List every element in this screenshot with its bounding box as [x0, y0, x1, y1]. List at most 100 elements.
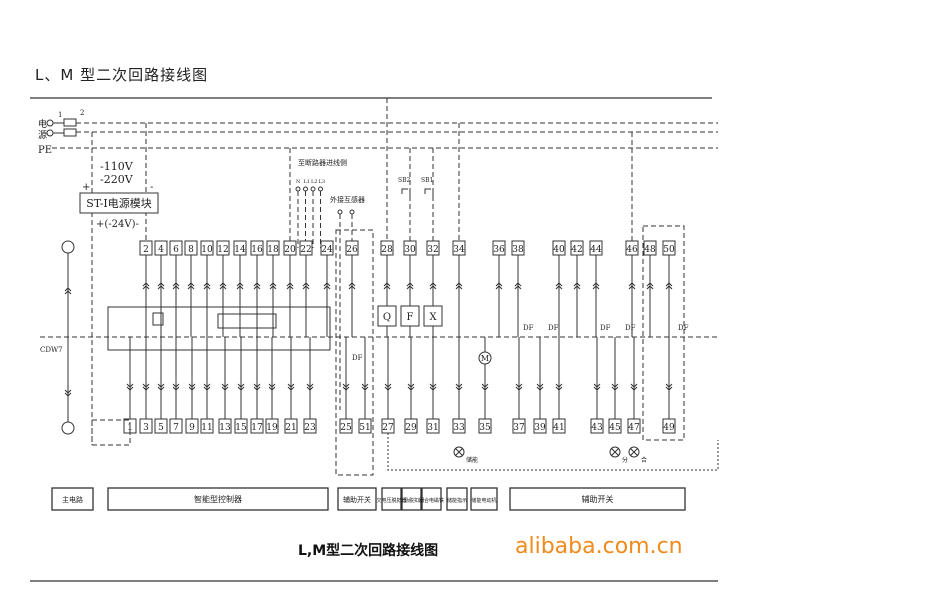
arrow-up-icon: [429, 282, 437, 290]
top-terminal-number: 2: [143, 245, 149, 255]
top-terminal: [139, 240, 153, 256]
cdw-label: CDW7: [40, 346, 63, 354]
bottom-terminal: [358, 418, 372, 434]
lamp-label: 分: [622, 456, 628, 464]
arrow-down-icon: [384, 383, 392, 391]
relay-group: [217, 313, 277, 329]
arrow-down-icon: [237, 383, 245, 391]
top-terminal: [643, 240, 657, 256]
arrow-down-icon: [611, 383, 619, 391]
terminal-circle: [337, 209, 343, 215]
top-terminal-number: 8: [188, 245, 194, 255]
legend-label: 欠电压脱扣器: [376, 497, 406, 504]
aux-switch-dashed-box: [642, 225, 685, 441]
arrow-up-icon: [628, 282, 636, 290]
top-terminal: [345, 240, 359, 256]
top-terminal: [266, 240, 280, 256]
bottom-terminal: [404, 418, 418, 434]
top-terminal-number: 32: [427, 245, 438, 255]
bottom-terminal: [185, 418, 199, 434]
top-terminal-number: 4: [158, 245, 164, 255]
arrow-up-icon: [253, 282, 261, 290]
bottom-terminal: [512, 418, 526, 434]
top-terminal-number: 38: [512, 245, 524, 255]
pin-label: N: [296, 179, 301, 185]
return-wire: [387, 433, 719, 471]
arrow-down-icon: [64, 389, 72, 397]
relay-coil: [152, 312, 164, 326]
coil-label: F: [407, 312, 414, 323]
arrow-up-icon: [555, 282, 563, 290]
bottom-terminal-number: 25: [340, 423, 352, 433]
arrow-up-icon: [573, 282, 581, 290]
terminal-circle: [295, 186, 301, 192]
arrow-down-icon: [188, 383, 196, 391]
bottom-terminal-number: 33: [453, 423, 465, 433]
df-label: DF: [600, 324, 611, 332]
pushbutton-icon: [401, 188, 411, 200]
legend-box: [470, 487, 498, 511]
top-terminal: [511, 240, 525, 256]
minus-label: -: [150, 182, 153, 193]
top-terminal-number: 48: [644, 245, 656, 255]
bottom-terminal: [478, 418, 492, 434]
legend-box: [401, 487, 422, 511]
motor-label: M: [481, 354, 489, 363]
df-label: DF: [678, 324, 689, 332]
top-terminal: [200, 240, 214, 256]
bottom-terminal-number: 11: [201, 423, 212, 433]
controller-box: [107, 306, 331, 351]
legend-label: 闭合电磁铁: [419, 497, 444, 504]
arrow-down-icon: [481, 383, 489, 391]
bottom-terminal: [139, 418, 153, 434]
arrow-down-icon: [306, 383, 314, 391]
arrow-down-icon: [268, 383, 276, 391]
legend-label: 智能型控制器: [194, 494, 242, 504]
controller-dashed-box: [91, 419, 131, 446]
arrow-down-icon: [555, 383, 563, 391]
main-circuit-terminal: [61, 240, 75, 254]
top-terminal: [426, 240, 440, 256]
arrow-up-icon: [142, 282, 150, 290]
top-terminal-number: 44: [590, 245, 602, 255]
top-terminal: [570, 240, 584, 256]
terminal-circle: [46, 129, 54, 137]
top-terminal: [216, 240, 230, 256]
bottom-terminal-number: 27: [382, 423, 394, 433]
arrow-down-icon: [536, 383, 544, 391]
bottom-terminal: [284, 418, 298, 434]
legend-box: [51, 487, 94, 511]
legend-label: 辅助开关: [582, 494, 614, 504]
indicator-lamp-icon: [628, 446, 640, 458]
coil-box: [377, 305, 397, 327]
fuse-number: 1: [58, 111, 62, 119]
top-terminal: [403, 240, 417, 256]
terminal-circle: [318, 186, 323, 192]
top-terminal-number: 46: [626, 245, 638, 255]
top-terminal-number: 50: [663, 245, 675, 255]
legend-box: [421, 487, 442, 511]
arrow-down-icon: [142, 383, 150, 391]
arrow-up-icon: [495, 282, 503, 290]
arrow-down-icon: [287, 383, 295, 391]
power-label: 源: [38, 130, 47, 141]
top-terminal-number: 26: [346, 245, 358, 255]
bottom-terminal: [200, 418, 214, 434]
arrow-down-icon: [342, 383, 350, 391]
terminal-circle: [303, 186, 308, 192]
top-terminal-number: 6: [173, 245, 179, 255]
df-label: DF: [548, 324, 559, 332]
df-label: DF: [523, 324, 534, 332]
bottom-terminal-number: 19: [266, 423, 278, 433]
plus-label: +: [82, 182, 90, 193]
legend-box: [107, 487, 329, 511]
arrow-down-icon: [253, 383, 261, 391]
power-module-label: ST-I电源模块: [86, 196, 152, 210]
aux-switch-dashed-box: [335, 229, 374, 476]
top-terminal: [233, 240, 247, 256]
bottom-terminal-number: 47: [628, 423, 640, 433]
indicator-lamp-icon: [609, 446, 621, 458]
pe-label: PE: [38, 145, 52, 156]
bottom-terminal-number: 15: [235, 423, 247, 433]
